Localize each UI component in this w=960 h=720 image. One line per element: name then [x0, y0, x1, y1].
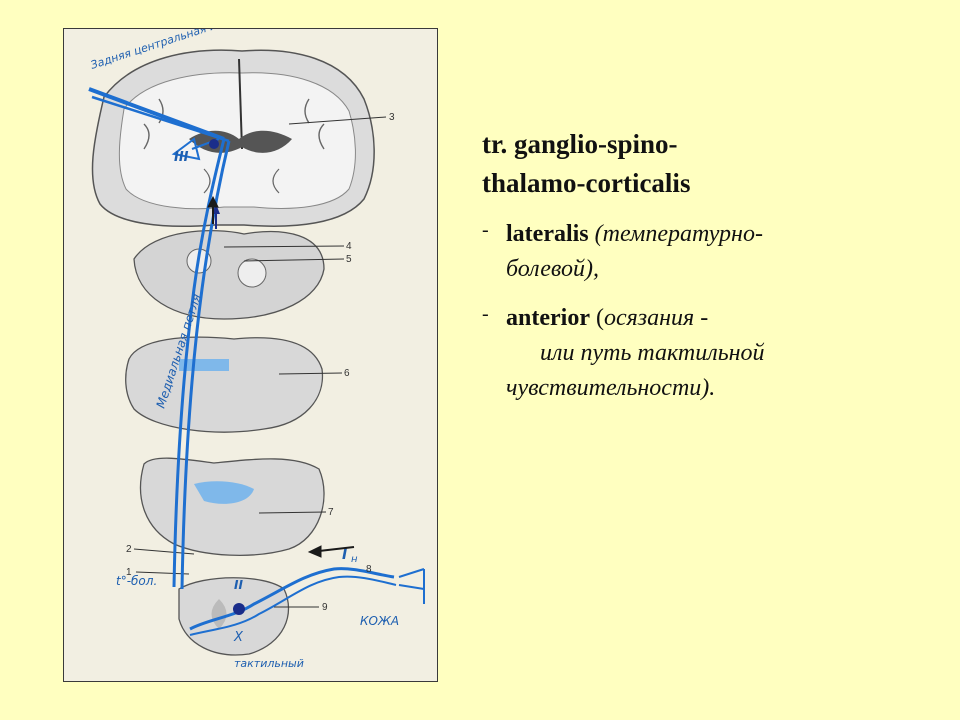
desc-lateralis-2: болевой),	[506, 256, 599, 282]
bullet-lateralis: - lateralis (температурно- болевой),	[482, 217, 932, 287]
tactile-label: тактильный	[234, 657, 304, 670]
pathway-diagram: 3 4 5 6 7 8 9 2 1 Задняя центральная изв…	[88, 29, 425, 670]
term-anterior: anterior	[506, 305, 590, 331]
direction-arrows	[207, 195, 425, 604]
medulla-section	[139, 457, 327, 556]
neuron-ii-label: II	[234, 578, 243, 592]
desc-anterior-1: осязания -	[603, 305, 709, 331]
bullet-dash: -	[482, 303, 489, 325]
neuron-nodes	[171, 137, 245, 615]
brain-section	[91, 49, 387, 227]
temperature-pain-label: t°-бол.	[116, 574, 157, 588]
label-6: 6	[344, 368, 350, 379]
skin-label: КОЖА	[360, 614, 399, 628]
label-7: 7	[328, 507, 334, 518]
label-1: 1	[126, 567, 132, 578]
midbrain-section	[133, 230, 345, 320]
spinal-cord-section	[133, 548, 319, 656]
bullet-list: - lateralis (температурно- болевой), - a…	[482, 217, 932, 406]
desc-anterior-2: или путь тактильной	[540, 340, 765, 366]
label-5: 5	[346, 254, 352, 265]
label-4: 4	[346, 241, 352, 252]
desc-lateralis-1: (температурно-	[594, 221, 763, 247]
neuron-iii-label: III	[174, 150, 189, 165]
label-9: 9	[322, 602, 328, 613]
text-panel: tr. ganglio-spino- thalamo-corticalis - …	[482, 125, 932, 420]
neural-pathway-figure: 3 4 5 6 7 8 9 2 1 Задняя центральная изв…	[63, 28, 438, 682]
structure-number-labels: 3 4 5 6 7 8 9 2 1	[126, 112, 395, 613]
label-2: 2	[126, 544, 132, 555]
title-line-2: thalamo-corticalis	[482, 168, 691, 198]
pathway-title: tr. ganglio-spino- thalamo-corticalis	[482, 125, 932, 203]
label-3: 3	[389, 112, 395, 123]
bullet-dash: -	[482, 219, 489, 241]
desc-anterior-3: чувствительности).	[506, 375, 716, 401]
term-lateralis: lateralis	[506, 221, 589, 247]
pathway-fibers	[88, 87, 397, 636]
title-line-1: tr. ganglio-spino-	[482, 129, 678, 159]
bullet-anterior: - anterior (осязания - или путь тактильн…	[482, 301, 932, 406]
neuron-i-subscript: н	[351, 554, 358, 565]
decussation-label: X	[233, 630, 244, 645]
label-8: 8	[366, 564, 372, 575]
neuron-i-label: I	[342, 547, 347, 563]
pons-section	[125, 336, 343, 433]
